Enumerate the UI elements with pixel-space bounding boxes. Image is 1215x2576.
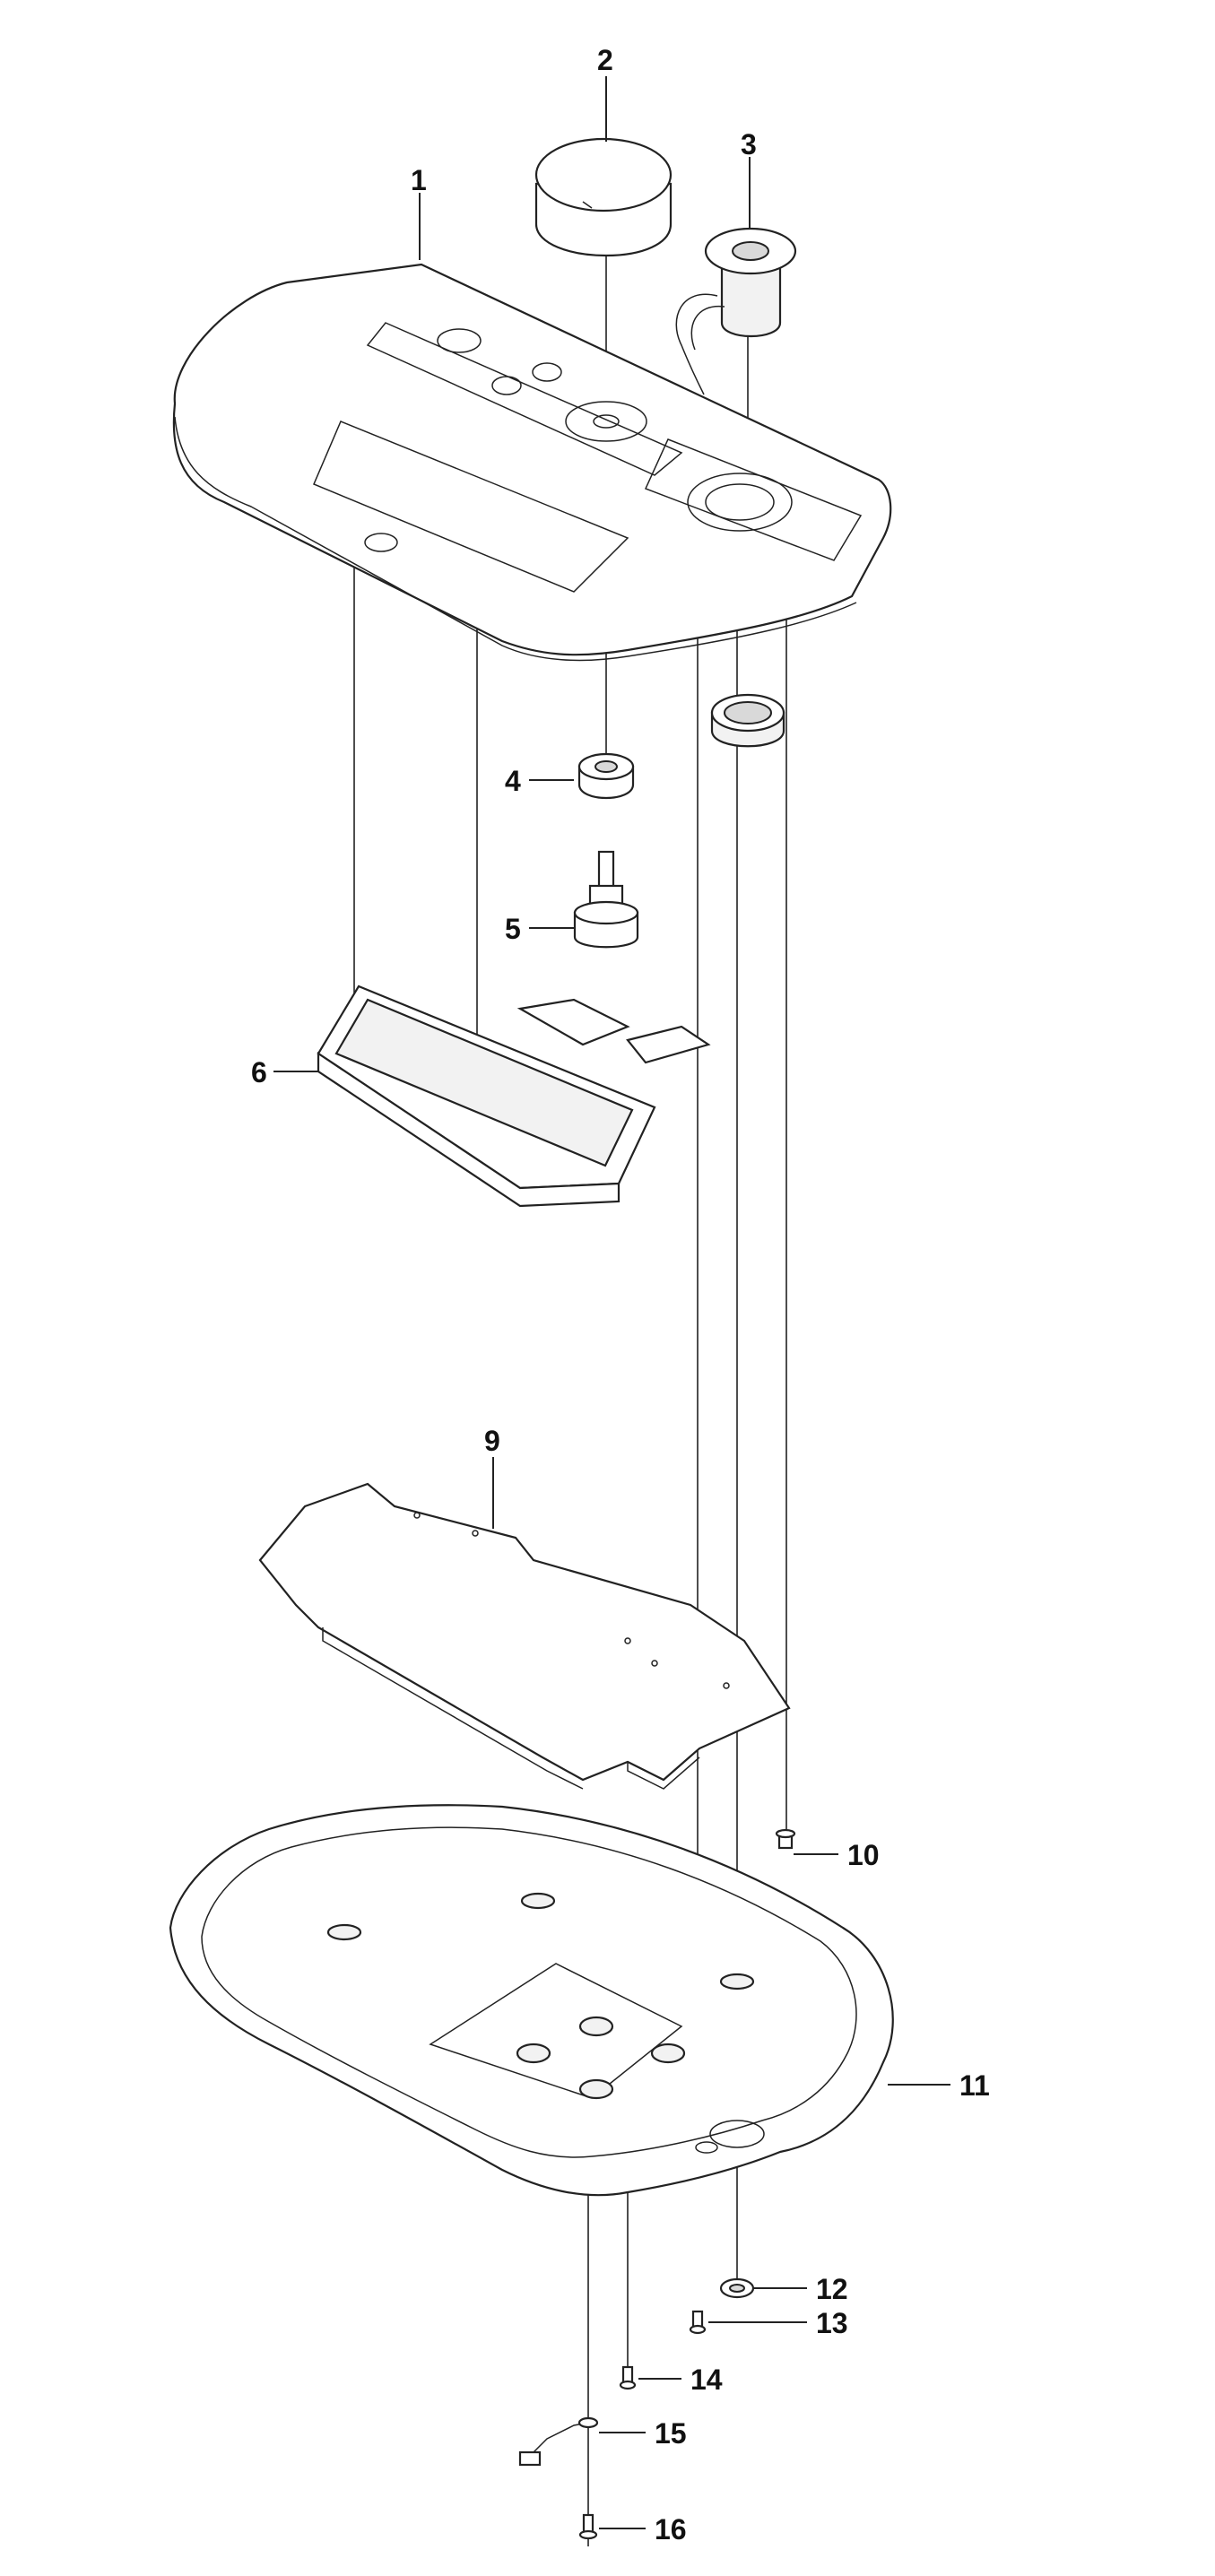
callout-2: 2 <box>597 44 613 76</box>
callout-15: 15 <box>655 2417 687 2450</box>
callout-16: 16 <box>655 2513 687 2546</box>
callout-6: 6 <box>251 1056 267 1089</box>
display <box>317 984 711 1208</box>
nut-ring <box>710 693 785 748</box>
callout-labels: 1 2 3 4 5 6 9 10 11 12 13 14 15 16 <box>251 44 990 2546</box>
screw-13 <box>689 2310 707 2335</box>
screw-10 <box>775 1828 796 1850</box>
callout-12: 12 <box>816 2273 848 2305</box>
stop-button <box>675 227 797 395</box>
callout-13: 13 <box>816 2307 848 2339</box>
top-cover <box>172 263 892 662</box>
bottom-housing <box>169 1804 894 2197</box>
callout-4: 4 <box>505 765 521 797</box>
knob <box>534 137 673 257</box>
nut-12 <box>719 2277 755 2299</box>
screw-14 <box>619 2365 637 2390</box>
callout-11: 11 <box>959 2069 990 2102</box>
callout-5: 5 <box>505 913 521 945</box>
callout-leaders <box>273 76 950 2529</box>
callout-10: 10 <box>847 1839 880 1871</box>
callout-9: 9 <box>484 1425 500 1457</box>
callout-14: 14 <box>690 2364 723 2396</box>
callout-3: 3 <box>741 128 757 160</box>
encoder <box>573 850 639 949</box>
callout-1: 1 <box>411 164 427 196</box>
screw-16 <box>578 2513 598 2540</box>
cable-clamp <box>518 2416 599 2467</box>
spacer <box>577 752 635 800</box>
circuit-board <box>258 1482 791 1790</box>
